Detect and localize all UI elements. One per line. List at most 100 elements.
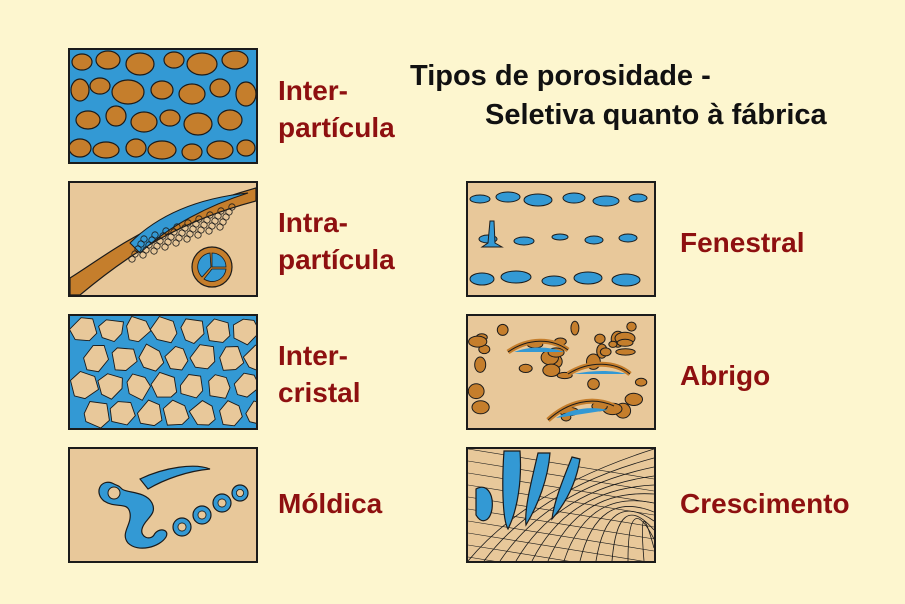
grain: [125, 138, 147, 158]
fossil-chamber: [211, 252, 227, 268]
crystal: [189, 344, 216, 370]
mesh-cell: [183, 235, 191, 243]
crystal: [83, 401, 110, 428]
growth-line: [547, 493, 654, 561]
grain: [183, 112, 213, 136]
crystal: [208, 374, 231, 399]
crystal: [188, 400, 216, 426]
fenestral-pore: [469, 272, 495, 286]
panel-crescimento: [466, 447, 656, 563]
grain: [125, 52, 155, 76]
fenestral-pore: [513, 236, 535, 246]
grain: [70, 138, 92, 158]
mould-core: [107, 486, 121, 500]
growth-line: [483, 457, 654, 561]
intercristal-illustration: [70, 316, 256, 428]
grain: [209, 78, 231, 98]
grain: [594, 333, 606, 344]
growth-line: [579, 506, 654, 561]
fenestral-pore: [628, 193, 648, 203]
growth-line: [531, 484, 654, 561]
grain: [599, 347, 612, 357]
grain: [206, 140, 234, 160]
growth-line: [595, 510, 654, 561]
crystal: [126, 373, 152, 401]
abrigo-illustration: [468, 316, 654, 428]
growth-line: [468, 496, 654, 528]
mesh-cell: [205, 227, 213, 235]
crystal: [98, 319, 125, 343]
growth-line: [611, 514, 654, 561]
crystal: [233, 372, 256, 398]
crescimento-illustration: [468, 449, 654, 561]
grain: [95, 50, 121, 70]
grain: [236, 139, 256, 157]
grain: [75, 110, 101, 130]
panel-abrigo: [466, 314, 656, 430]
interparticula-illustration: [70, 50, 256, 162]
crystal: [138, 343, 165, 372]
fenestral-illustration: [468, 183, 654, 295]
crystal: [245, 400, 256, 424]
label-intraparticula-line2: partícula: [278, 244, 395, 275]
fenestral-pore: [592, 195, 620, 207]
grain: [634, 377, 648, 387]
grain: [163, 51, 185, 69]
moldica-illustration: [70, 449, 256, 561]
crystal: [70, 317, 98, 342]
crystal: [97, 373, 123, 400]
crystal: [83, 344, 110, 373]
growth-line: [468, 508, 654, 540]
growth-cavity: [502, 450, 522, 531]
panel-moldica: [68, 447, 258, 563]
fenestral-pore: [573, 271, 603, 285]
shelter-pore: [556, 408, 608, 418]
ooid-core: [235, 489, 244, 498]
panel-intercristal: [68, 314, 258, 430]
label-moldica: Móldica: [278, 488, 383, 519]
grain: [468, 335, 488, 348]
grain: [186, 52, 218, 76]
growth-cavity: [525, 452, 551, 527]
mesh-cell: [194, 231, 202, 239]
shelter-pore: [574, 371, 626, 374]
fossil-chamber: [203, 268, 227, 282]
mould-pore: [139, 465, 211, 490]
growth-cavity: [475, 486, 493, 522]
crystal: [70, 370, 100, 400]
mesh-cell: [139, 251, 147, 259]
crystal: [126, 316, 152, 343]
ooid-core: [197, 510, 207, 520]
fenestral-pore: [500, 270, 532, 284]
grain: [235, 81, 256, 107]
growth-line: [515, 475, 654, 561]
growth-line: [468, 544, 570, 561]
shell-fragment: [70, 187, 256, 295]
grain: [130, 111, 158, 133]
grain: [150, 80, 174, 100]
crystal: [206, 318, 231, 343]
label-interparticula-line2: partícula: [278, 112, 395, 143]
label-abrigo: Abrigo: [680, 360, 771, 391]
grain: [616, 338, 634, 347]
fenestral-pore: [480, 220, 504, 248]
grain: [92, 141, 120, 159]
grain: [468, 383, 485, 400]
crystal: [162, 399, 190, 426]
grain: [147, 140, 177, 160]
grain: [608, 340, 618, 348]
grain: [570, 320, 580, 336]
grain: [71, 53, 93, 71]
shell-outline: [567, 363, 631, 375]
diagram-title-line2: Seletiva quanto à fábrica: [485, 99, 827, 131]
mesh-cell: [161, 243, 169, 251]
label-intercristal-line2: cristal: [278, 377, 361, 408]
grain: [496, 323, 509, 336]
grain: [518, 363, 533, 374]
growth-line: [468, 532, 644, 561]
crystal: [111, 347, 138, 371]
fenestral-pore: [584, 235, 604, 245]
label-interparticula-line1: Inter-: [278, 75, 348, 106]
crystal: [180, 318, 205, 345]
fenestral-pore: [562, 192, 586, 204]
